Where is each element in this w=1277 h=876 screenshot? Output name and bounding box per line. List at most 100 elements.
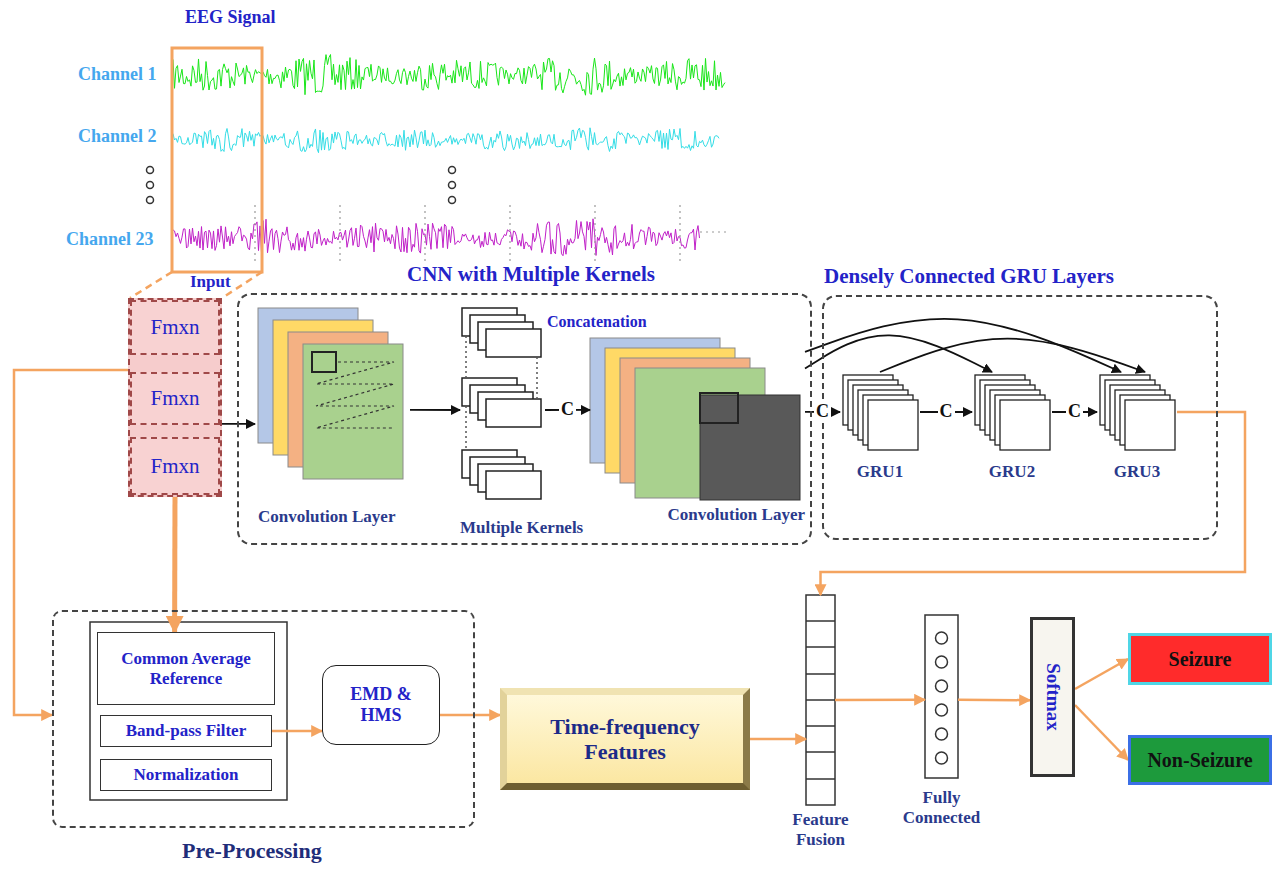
neuron (936, 728, 948, 740)
grid-mark (509, 205, 510, 262)
fusion-vector (806, 595, 835, 805)
connector (750, 738, 806, 741)
connector (440, 714, 500, 717)
output-map (700, 395, 800, 500)
fusion-vector: Feature Fusion (806, 595, 835, 805)
process-box: Band-pass Filter (100, 715, 272, 747)
feature-map (303, 344, 403, 479)
node-label: Fmxn (150, 386, 199, 410)
vector-cell (806, 725, 835, 727)
node-label: Multiple Kernels (460, 518, 583, 538)
connector (958, 699, 1030, 702)
kernel-link (465, 406, 467, 450)
group-heading: Densely Connected GRU Layers (824, 264, 1114, 288)
node-label: Non-Seizure (1147, 749, 1252, 772)
scan-path (316, 362, 394, 428)
dot (147, 167, 154, 174)
concat-symbol: C (559, 400, 576, 420)
node-label: GRU3 (1102, 462, 1172, 482)
node-label: Feature Fusion (776, 810, 866, 849)
conv-stack (258, 308, 403, 479)
kernel (486, 471, 541, 499)
kernel-stacks (462, 308, 541, 499)
node-label: EMD & HMS (342, 684, 420, 725)
connector (1075, 659, 1128, 689)
node-label: Fmxn (150, 315, 199, 339)
connector (805, 319, 1121, 372)
dot (147, 197, 154, 204)
cnn-group: CNN with Multiple KernelsConvolution Lay… (237, 293, 812, 545)
grid-mark (594, 205, 595, 262)
node-label: Convolution Layer (258, 507, 395, 527)
gru-unit (1000, 400, 1050, 450)
feature-matrix: Fmxn (130, 437, 220, 495)
connector (880, 339, 1145, 372)
window-frame (172, 48, 262, 272)
node-label: Seizure (1169, 648, 1232, 671)
node-label: Time-frequency Features (540, 714, 710, 765)
grid-mark (679, 205, 680, 262)
operation-note: Concatenation (547, 313, 647, 331)
gru-layer: GRU3 (1097, 372, 1177, 452)
dense-layer (925, 615, 958, 778)
node-label: Softmax (1042, 663, 1064, 731)
gru-stacks (843, 375, 1175, 450)
neuron (936, 632, 948, 644)
grid-mark (254, 205, 255, 262)
node-label: Fully Connected (892, 788, 992, 827)
gru-group: Densely Connected GRU LayersGRU1GRU2GRU3 (822, 295, 1218, 540)
node-label: Normalization (134, 765, 239, 785)
feature-matrix: Fmxn (130, 372, 220, 425)
concat-symbol: C (1066, 402, 1083, 422)
dot (449, 182, 456, 189)
feature-block: Time-frequency Features (500, 688, 750, 790)
preprocess-group: Pre-ProcessingCommon Average ReferenceBa… (52, 610, 475, 828)
connector (410, 409, 460, 411)
vector-cell (806, 778, 835, 780)
eeg-trace (173, 55, 725, 96)
vector-cell (806, 646, 835, 648)
input-group: InputFmxnFmxnFmxn (128, 298, 222, 497)
connector (1075, 705, 1128, 760)
neuron (936, 752, 948, 764)
kernel-link (536, 357, 538, 399)
gru-layer: GRU2 (972, 372, 1052, 452)
gru-layer: GRU1 (840, 372, 920, 452)
vector-cell (806, 673, 835, 675)
diagram-title: EEG Signal (185, 7, 276, 28)
filter-window (700, 393, 738, 423)
kernel (486, 329, 541, 357)
class-box: Non-Seizure (1128, 735, 1272, 785)
dense-layer: Fully Connected (925, 615, 958, 778)
feature-matrix: Fmxn (130, 300, 220, 355)
concat-symbol: C (814, 402, 831, 422)
channel-name: Channel 1 (78, 64, 157, 85)
conv-stack (590, 338, 800, 500)
grid-mark (339, 205, 340, 262)
vector-cell (806, 751, 835, 753)
preprocess-frame (90, 622, 287, 800)
node-label: Common Average Reference (102, 649, 270, 688)
dot (147, 182, 154, 189)
group-heading: Input (190, 272, 231, 292)
neuron (936, 704, 948, 716)
grid-mark (424, 205, 425, 262)
eeg-trace (173, 219, 700, 256)
vector-cell (806, 620, 835, 622)
dot (449, 167, 456, 174)
process-box: EMD & HMS (322, 665, 440, 745)
kernel-block: Multiple Kernels (460, 305, 545, 505)
concat-symbol: C (938, 402, 955, 422)
ellipsis-dots (147, 167, 456, 204)
kernel-link (465, 336, 467, 378)
process-box: Normalization (100, 759, 272, 791)
process-box: Common Average Reference (97, 632, 275, 705)
gru-unit (868, 400, 918, 450)
connector (272, 730, 322, 733)
dot (449, 197, 456, 204)
conv-layer: Convolution Layer (590, 335, 805, 503)
vector-cell (806, 699, 835, 701)
grid-mark (700, 231, 728, 232)
